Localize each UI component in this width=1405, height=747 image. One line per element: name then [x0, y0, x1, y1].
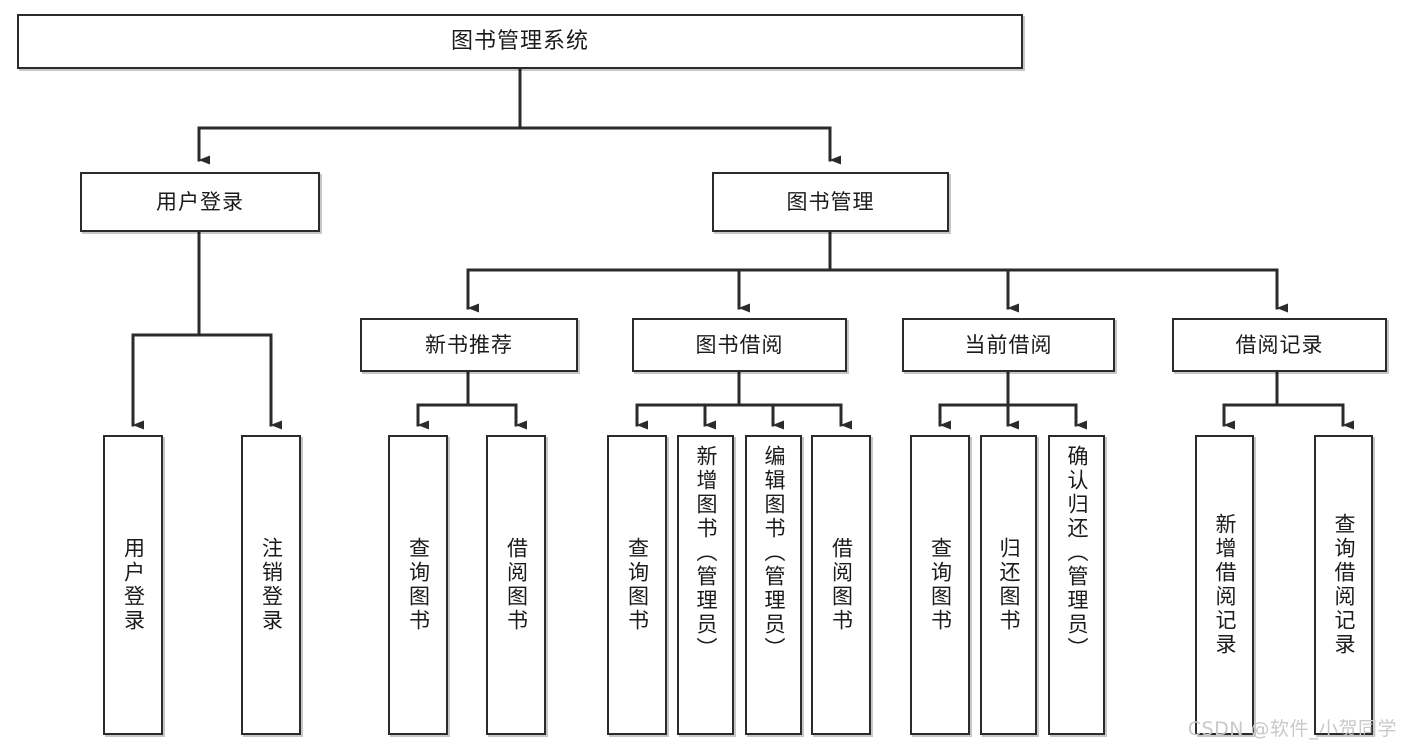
leaf-add-borrow-record[interactable]: 新增借阅记录 — [1195, 435, 1254, 735]
leaf-edit-book-label: 编辑图书（管理员） — [762, 445, 786, 661]
leaf-query-book-recommend-label: 查询图书 — [406, 537, 431, 633]
leaf-confirm-return-label: 确认归还（管理员） — [1065, 445, 1089, 661]
leaf-add-book-label: 新增图书（管理员） — [694, 445, 718, 661]
node-book-manage-label: 图书管理 — [786, 189, 875, 214]
leaf-borrow-book-recommend-label: 借阅图书 — [504, 537, 529, 633]
node-borrow-record[interactable]: 借阅记录 — [1172, 318, 1387, 372]
leaf-query-book-borrow-label: 查询图书 — [625, 537, 650, 633]
leaf-borrow-book-label: 借阅图书 — [829, 537, 854, 633]
node-root[interactable]: 图书管理系统 — [17, 14, 1023, 69]
csdn-watermark: CSDN @软件_小贺同学 — [1187, 718, 1397, 740]
leaf-return-book[interactable]: 归还图书 — [980, 435, 1037, 735]
leaf-confirm-return[interactable]: 确认归还（管理员） — [1048, 435, 1105, 735]
node-root-label: 图书管理系统 — [450, 28, 589, 54]
node-new-book-recommend-label: 新书推荐 — [425, 332, 513, 357]
leaf-borrow-book[interactable]: 借阅图书 — [811, 435, 871, 735]
node-user-login-label: 用户登录 — [156, 189, 244, 214]
node-book-borrow-label: 图书借阅 — [695, 332, 784, 357]
leaf-query-book-recommend[interactable]: 查询图书 — [388, 435, 448, 735]
leaf-user-login-label: 用户登录 — [121, 537, 146, 633]
leaf-query-borrow-record[interactable]: 查询借阅记录 — [1314, 435, 1373, 735]
leaf-user-login[interactable]: 用户登录 — [103, 435, 163, 735]
leaf-logout-label: 注销登录 — [259, 537, 284, 633]
node-book-borrow[interactable]: 图书借阅 — [632, 318, 847, 372]
leaf-query-book-borrow[interactable]: 查询图书 — [607, 435, 667, 735]
leaf-add-book[interactable]: 新增图书（管理员） — [677, 435, 734, 735]
leaf-add-borrow-record-label: 新增借阅记录 — [1213, 513, 1237, 657]
node-current-borrow[interactable]: 当前借阅 — [902, 318, 1115, 372]
leaf-query-book-current-label: 查询图书 — [928, 537, 953, 633]
leaf-return-book-label: 归还图书 — [997, 537, 1021, 633]
node-current-borrow-label: 当前借阅 — [964, 332, 1053, 357]
leaf-query-borrow-record-label: 查询借阅记录 — [1332, 513, 1356, 657]
node-borrow-record-label: 借阅记录 — [1235, 332, 1324, 357]
leaf-edit-book[interactable]: 编辑图书（管理员） — [745, 435, 802, 735]
node-user-login[interactable]: 用户登录 — [80, 172, 320, 232]
node-book-manage[interactable]: 图书管理 — [712, 172, 949, 232]
node-new-book-recommend[interactable]: 新书推荐 — [360, 318, 578, 372]
leaf-borrow-book-recommend[interactable]: 借阅图书 — [486, 435, 546, 735]
leaf-query-book-current[interactable]: 查询图书 — [910, 435, 970, 735]
leaf-logout[interactable]: 注销登录 — [241, 435, 301, 735]
